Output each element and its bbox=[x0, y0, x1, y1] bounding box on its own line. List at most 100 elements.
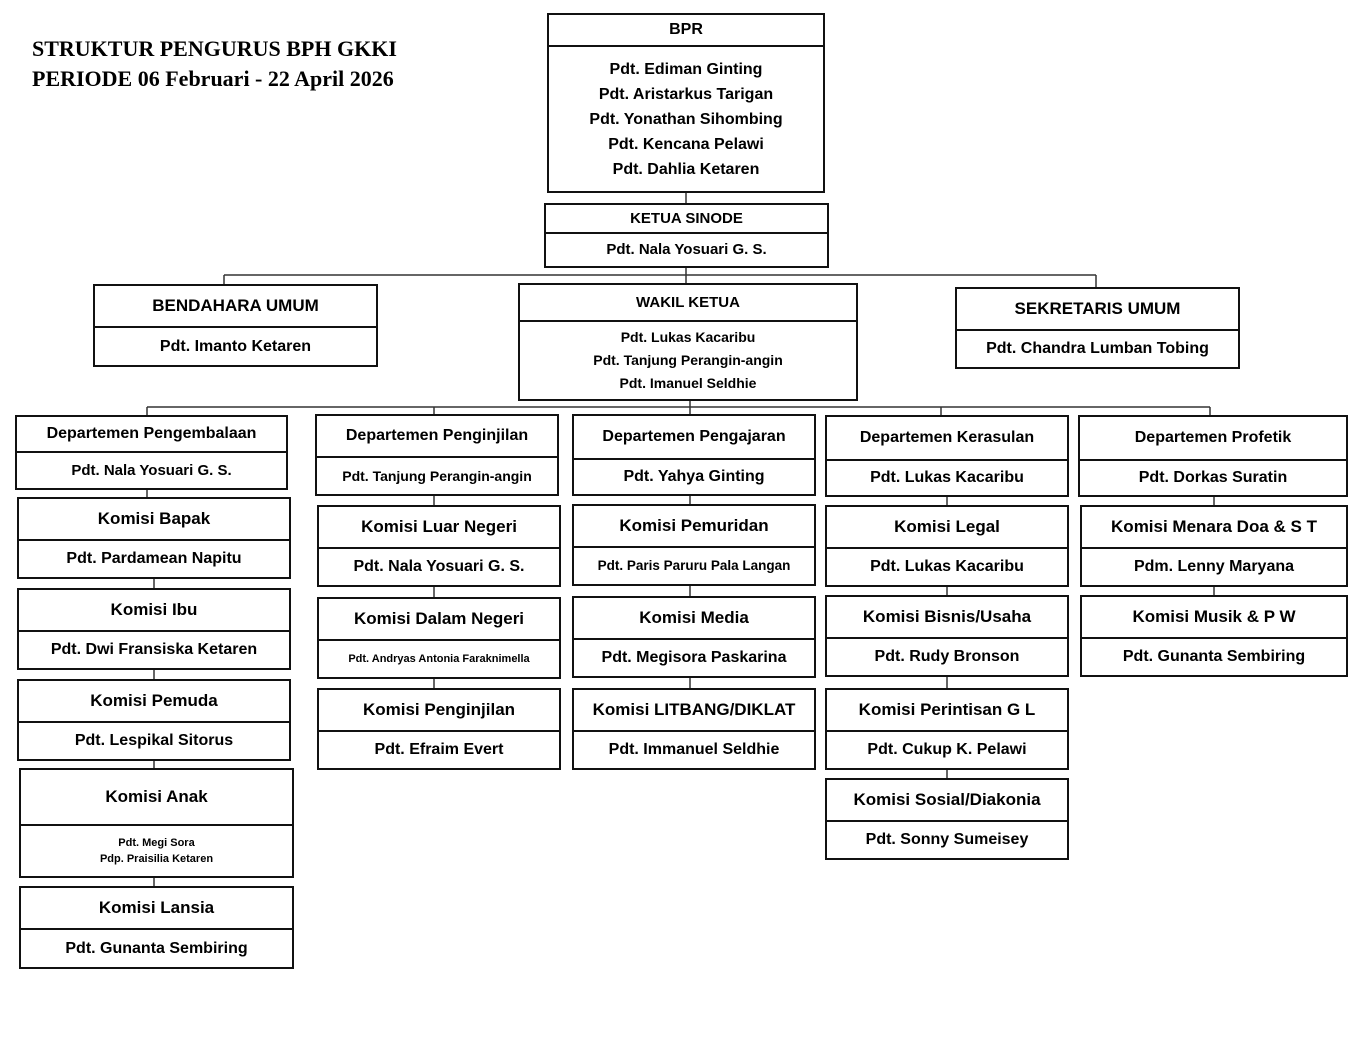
box-members: Pdt. Sonny Sumeisey bbox=[827, 822, 1067, 858]
member-name: Pdt. Ediman Ginting bbox=[609, 60, 763, 78]
member-name: Pdt. Efraim Evert bbox=[374, 741, 504, 758]
box-title: Komisi Pemuridan bbox=[574, 506, 814, 548]
box-members: Pdt. Megisora Paskarina bbox=[574, 640, 814, 676]
box-title: Departemen Kerasulan bbox=[827, 417, 1067, 461]
member-name: Pdt. Imanto Ketaren bbox=[159, 337, 312, 355]
member-name: Pdt. Rudy Bronson bbox=[874, 648, 1020, 665]
box-members: Pdt. Dorkas Suratin bbox=[1080, 461, 1346, 495]
box-title: Komisi Pemuda bbox=[19, 681, 289, 723]
member-name: Pdt. Andryas Antonia Faraknimella bbox=[348, 653, 530, 665]
box-title: BENDAHARA UMUM bbox=[95, 286, 376, 328]
box-title: Komisi Bapak bbox=[19, 499, 289, 541]
box-title: Komisi Ibu bbox=[19, 590, 289, 632]
box-title: Komisi Perintisan G L bbox=[827, 690, 1067, 732]
box-members: Pdt. Lukas Kacaribu bbox=[827, 549, 1067, 585]
box-members: Pdt. Nala Yosuari G. S. bbox=[319, 549, 559, 585]
box-members: Pdt. Andryas Antonia Faraknimella bbox=[319, 641, 559, 677]
box-members: Pdt. Imanto Ketaren bbox=[95, 328, 376, 365]
box-members: Pdt. Chandra Lumban Tobing bbox=[957, 331, 1238, 367]
box-members: Pdt. Immanuel Seldhie bbox=[574, 732, 814, 768]
member-name: Pdt. Nala Yosuari G. S. bbox=[353, 558, 525, 575]
box-title: Komisi Sosial/Diakonia bbox=[827, 780, 1067, 822]
member-name: Pdt. Lukas Kacaribu bbox=[870, 469, 1024, 486]
box-members: Pdt. Paris Paruru Pala Langan bbox=[574, 548, 814, 584]
box-title: BPR bbox=[549, 15, 823, 47]
box-members: Pdt. Gunanta Sembiring bbox=[21, 930, 292, 967]
member-name: Pdt. Immanuel Seldhie bbox=[608, 741, 780, 758]
box-title: Komisi Luar Negeri bbox=[319, 507, 559, 549]
member-name: Pdt. Tanjung Perangin-angin bbox=[342, 468, 532, 484]
box-title: Departemen Pengajaran bbox=[574, 416, 814, 460]
member-name: Pdt. Lukas Kacaribu bbox=[620, 329, 756, 345]
member-name: Pdm. Lenny Maryana bbox=[1133, 558, 1295, 575]
box-members: Pdt. Yahya Ginting bbox=[574, 460, 814, 494]
box-members: Pdt. Dwi Fransiska Ketaren bbox=[19, 632, 289, 668]
org-box-sekretaris: SEKRETARIS UMUM Pdt. Chandra Lumban Tobin… bbox=[955, 287, 1240, 369]
box-members: Pdt. Gunanta Sembiring bbox=[1082, 639, 1346, 675]
member-name: Pdt. Sonny Sumeisey bbox=[865, 831, 1029, 848]
box-title: Komisi LITBANG/DIKLAT bbox=[574, 690, 814, 732]
member-name: Pdt. Chandra Lumban Tobing bbox=[986, 340, 1209, 357]
member-name: Pdt. Aristarkus Tarigan bbox=[598, 85, 774, 103]
org-box-k3c: Komisi LITBANG/DIKLAT Pdt. Immanuel Seldh… bbox=[572, 688, 816, 770]
box-members: Pdt. Lespikal Sitorus bbox=[19, 723, 289, 759]
chart-title-line2: PERIODE 06 Februari - 22 April 2026 bbox=[32, 66, 394, 91]
box-title: Komisi Musik & P W bbox=[1082, 597, 1346, 639]
box-title: SEKRETARIS UMUM bbox=[957, 289, 1238, 331]
box-title: WAKIL KETUA bbox=[520, 285, 856, 322]
member-name: Pdp. Praisilia Ketaren bbox=[99, 853, 214, 865]
member-name: Pdt. Gunanta Sembiring bbox=[1122, 648, 1306, 665]
box-title: Komisi Penginjilan bbox=[319, 690, 559, 732]
member-name: Pdt. Lespikal Sitorus bbox=[74, 732, 234, 749]
box-title: Komisi Dalam Negeri bbox=[319, 599, 559, 641]
member-name: Pdt. Megi Sora bbox=[118, 837, 195, 849]
box-title: Komisi Legal bbox=[827, 507, 1067, 549]
box-title: Departemen Profetik bbox=[1080, 417, 1346, 461]
box-members: Pdt. Lukas Kacaribu bbox=[827, 461, 1067, 495]
box-members: Pdt. Nala Yosuari G. S. bbox=[546, 234, 827, 266]
member-name: Pdt. Paris Paruru Pala Langan bbox=[597, 558, 791, 573]
member-name: Pdt. Gunanta Sembiring bbox=[65, 939, 248, 957]
box-title: Komisi Media bbox=[574, 598, 814, 640]
member-name: Pdt. Dorkas Suratin bbox=[1138, 469, 1288, 486]
chart-title-line1: STRUKTUR PENGURUS BPH GKKI bbox=[32, 36, 397, 61]
box-members: Pdt. Rudy Bronson bbox=[827, 639, 1067, 675]
member-name: Pdt. Nala Yosuari G. S. bbox=[71, 461, 232, 479]
member-name: Pdt. Megisora Paskarina bbox=[601, 649, 787, 666]
box-title: KETUA SINODE bbox=[546, 205, 827, 234]
box-members: Pdt. Efraim Evert bbox=[319, 732, 559, 768]
chart-title: STRUKTUR PENGURUS BPH GKKI PERIODE 06 Fe… bbox=[32, 34, 397, 94]
member-name: Pdt. Nala Yosuari G. S. bbox=[606, 241, 767, 258]
member-name: Pdt. Tanjung Perangin-angin bbox=[593, 352, 783, 368]
box-title: Departemen Pengembalaan bbox=[17, 417, 286, 453]
box-members: Pdt. Pardamean Napitu bbox=[19, 541, 289, 577]
box-title: Departemen Penginjilan bbox=[317, 416, 557, 458]
org-box-bendahara: BENDAHARA UMUM Pdt. Imanto Ketaren bbox=[93, 284, 378, 367]
box-title: Komisi Anak bbox=[21, 770, 292, 826]
member-name: Pdt. Lukas Kacaribu bbox=[870, 558, 1024, 575]
box-title: Komisi Bisnis/Usaha bbox=[827, 597, 1067, 639]
member-name: Pdt. Imanuel Seldhie bbox=[619, 375, 757, 391]
member-name: Pdt. Yahya Ginting bbox=[623, 468, 765, 485]
